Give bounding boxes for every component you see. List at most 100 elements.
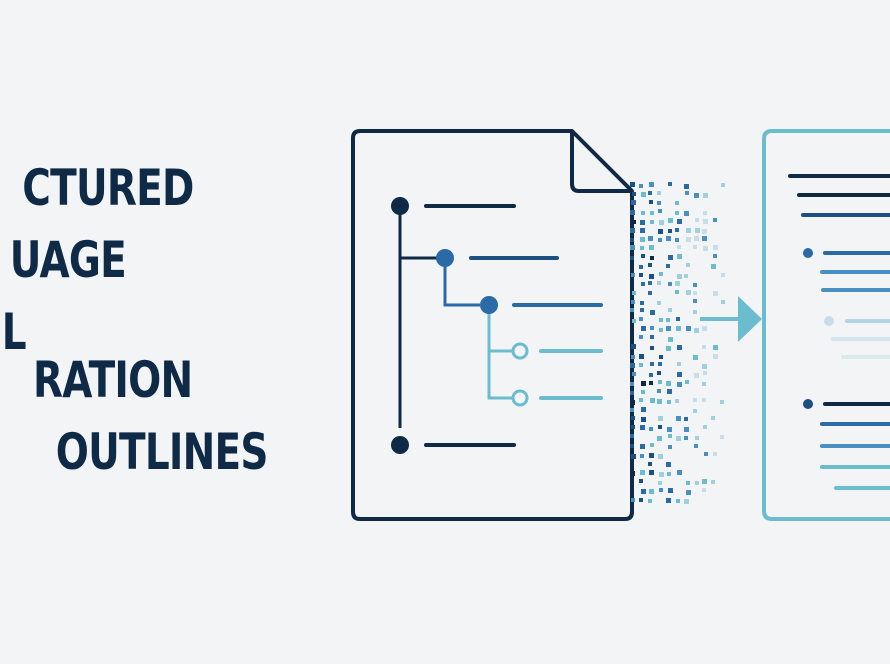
pixel-square <box>639 498 643 502</box>
pixel-square <box>658 454 663 459</box>
pixel-square <box>677 274 682 279</box>
pixel-square <box>631 273 635 277</box>
pixel-square <box>684 427 689 432</box>
pixel-square <box>640 425 645 430</box>
pixel-square <box>675 399 679 403</box>
pixel-square <box>659 488 663 492</box>
pixel-square <box>675 211 679 215</box>
pixel-square <box>658 425 662 429</box>
pixel-square <box>649 373 653 377</box>
pixel-square <box>684 499 689 504</box>
pixel-square <box>676 436 681 441</box>
pixel-square <box>630 182 635 187</box>
pixel-square <box>649 182 654 187</box>
title-line-5: OUTLINES <box>56 423 269 481</box>
pixel-square <box>639 398 643 402</box>
pixel-square <box>641 282 645 286</box>
pixel-square <box>658 362 662 366</box>
pixel-square <box>649 381 653 385</box>
pixel-square <box>721 300 725 304</box>
pixel-square <box>630 238 634 242</box>
pixel-square <box>639 479 643 483</box>
pixel-square <box>641 326 646 331</box>
pixel-square <box>648 236 653 241</box>
pixel-square <box>640 308 644 312</box>
pixel-square <box>695 436 699 440</box>
pixel-square <box>658 229 663 234</box>
pixel-square <box>648 263 652 267</box>
pixel-square <box>668 434 672 438</box>
pixel-square <box>641 254 645 258</box>
pixel-square <box>695 218 699 222</box>
pixel-square <box>667 427 672 432</box>
pixel-square <box>631 498 635 502</box>
pixel-square <box>668 308 672 312</box>
pixel-square <box>641 211 645 215</box>
pixel-square <box>632 372 636 376</box>
pixel-square <box>703 211 707 215</box>
pixel-square <box>720 435 724 439</box>
pixel-square <box>632 319 636 323</box>
pixel-square <box>676 317 680 321</box>
pixel-square <box>693 291 697 295</box>
pixel-square <box>711 264 716 269</box>
pixel-square <box>630 245 635 250</box>
pixel-square <box>713 452 717 456</box>
pixel-square <box>650 335 654 339</box>
pixel-square <box>650 362 654 366</box>
pixel-square <box>677 245 681 249</box>
pixel-square <box>659 355 663 359</box>
pixel-square <box>676 416 681 421</box>
pixel-square <box>713 291 718 296</box>
pixel-square <box>677 254 682 259</box>
pixel-square <box>631 200 636 205</box>
pixel-square <box>632 192 636 196</box>
pixel-square <box>666 236 671 241</box>
pixel-square <box>713 345 718 350</box>
pixel-square <box>677 382 682 387</box>
pixel-square <box>630 282 634 286</box>
pixel-square <box>676 326 681 331</box>
title-line-4: RATION <box>32 351 193 409</box>
pixel-square <box>649 489 654 494</box>
pixel-square <box>685 191 689 195</box>
pixel-square <box>632 291 636 295</box>
pixel-square <box>649 200 653 204</box>
pixel-square <box>640 246 644 250</box>
pixel-square <box>666 326 671 331</box>
pixel-square <box>650 346 654 350</box>
pixel-square <box>650 211 654 215</box>
pixel-square <box>694 444 698 448</box>
pixel-square <box>640 470 645 475</box>
pixel-square <box>693 283 697 287</box>
pixel-square <box>639 335 643 339</box>
pixel-square <box>703 246 708 251</box>
pixel-square <box>686 228 691 233</box>
pixel-square <box>668 229 672 233</box>
title-line-2: UAGE <box>9 231 127 289</box>
pixel-square <box>666 264 670 268</box>
pixel-square <box>630 471 635 476</box>
pixel-square <box>703 371 707 375</box>
pixel-square <box>641 390 645 394</box>
pixel-square <box>650 256 654 260</box>
pixel-square <box>675 238 679 242</box>
pixel-square <box>702 236 707 241</box>
pixel-square <box>649 274 654 279</box>
pixel-square <box>648 281 652 285</box>
pixel-square <box>666 498 671 503</box>
pixel-square <box>630 228 635 233</box>
pixel-square <box>675 281 680 286</box>
pixel-square <box>702 488 706 492</box>
pixel-square <box>639 354 644 359</box>
pixel-square <box>659 318 663 322</box>
pixel-square <box>713 218 717 222</box>
pixel-square <box>667 400 671 404</box>
pixel-square <box>693 398 697 402</box>
pixel-square <box>648 499 652 503</box>
pixel-square <box>721 273 725 277</box>
pixel-square <box>668 255 673 260</box>
title-block: CTURED UAGE L RATION OUTLINES <box>0 0 330 664</box>
pixel-square <box>677 345 682 350</box>
pixel-square <box>694 193 699 198</box>
